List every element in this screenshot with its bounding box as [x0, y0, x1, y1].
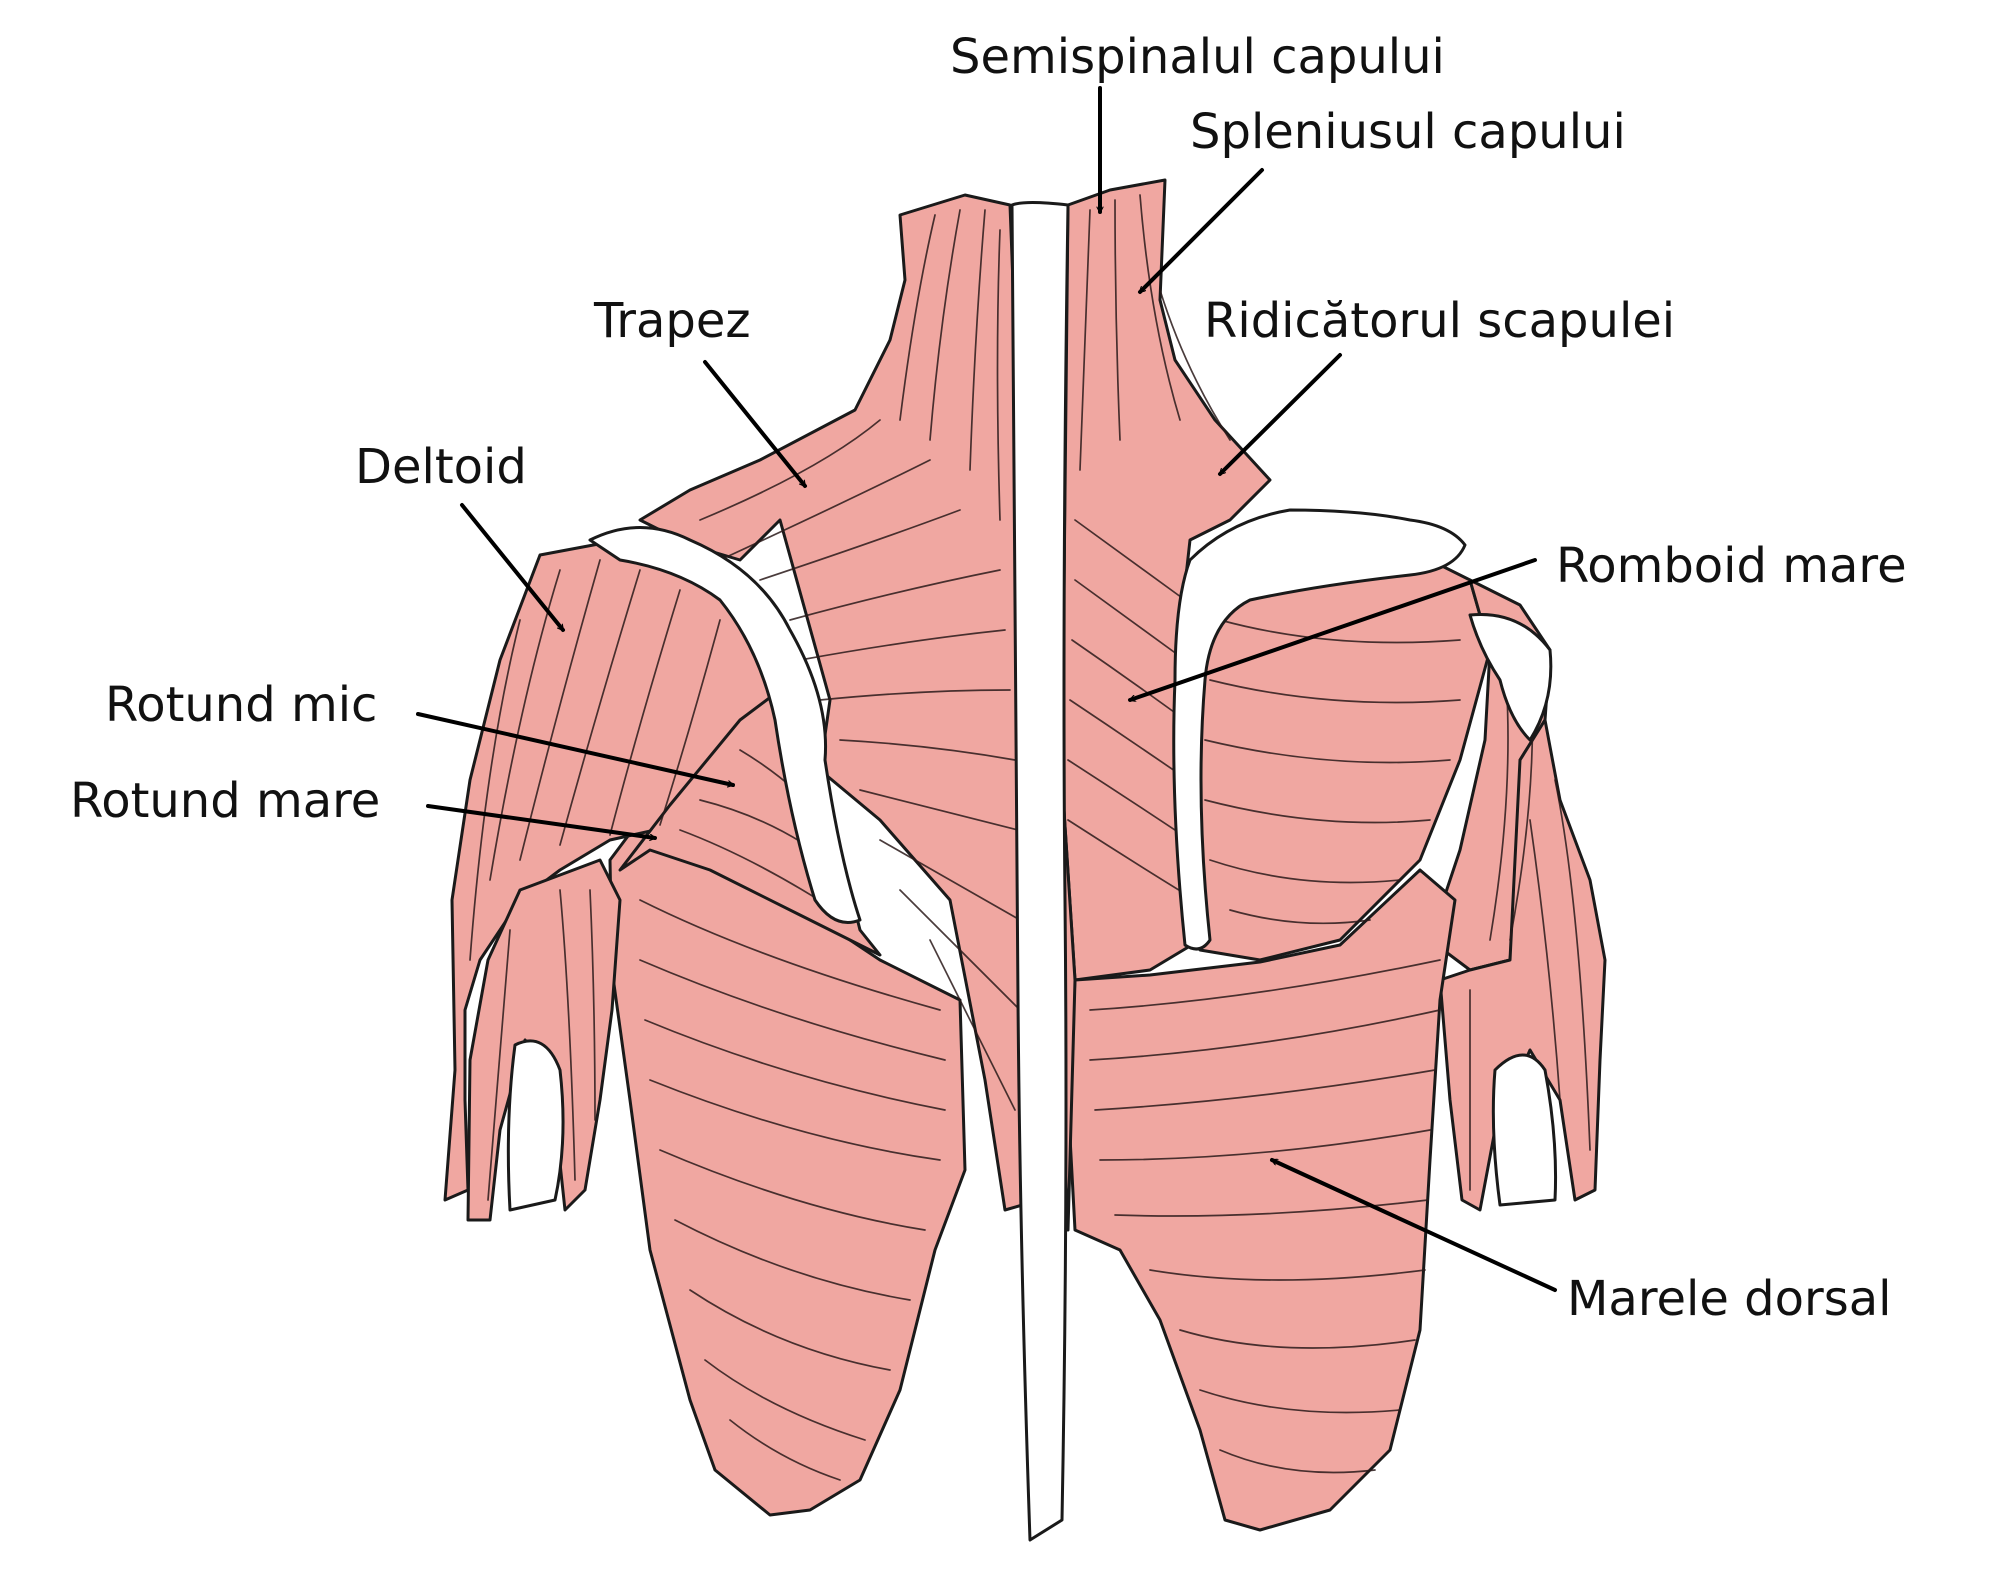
muscle-figure [443, 178, 1607, 1532]
acromion-right [1468, 612, 1553, 742]
elbow-left [506, 1039, 565, 1212]
label-rotund-mic: Rotund mic [105, 677, 378, 733]
pointer-spleniusul [1138, 168, 1264, 294]
label-marele-dorsal: Marele dorsal [1567, 1271, 1892, 1327]
pointer-deltoid [460, 503, 565, 632]
pointer-marele-dorsal [1270, 1158, 1557, 1292]
label-rotund-mare: Rotund mare [70, 773, 381, 829]
bones [506, 201, 1558, 1542]
pointer-rotund-mic [416, 712, 735, 785]
label-romboid: Romboid mare [1556, 538, 1907, 594]
label-ridicatorul: Ridicătorul scapulei [1204, 293, 1676, 349]
spine [1010, 201, 1070, 1542]
trapezius-right [1060, 178, 1272, 982]
label-semispinalul: Semispinalul capului [950, 29, 1445, 85]
label-trapez: Trapez [594, 293, 751, 349]
scapula-spine-left [588, 526, 862, 924]
scapula-right [1172, 508, 1467, 951]
label-spleniusul: Spleniusul capului [1190, 104, 1626, 160]
elbow-right [1491, 1053, 1558, 1207]
latissimus-right [1066, 868, 1457, 1532]
pointer-rotund-mare [426, 804, 657, 838]
label-deltoid: Deltoid [355, 439, 527, 495]
pointers [416, 86, 1557, 1292]
pointer-trapez [703, 360, 807, 488]
muscle-fibers [469, 194, 1591, 1481]
pointer-ridicatorul [1218, 353, 1342, 476]
pointer-romboid [1128, 558, 1537, 700]
